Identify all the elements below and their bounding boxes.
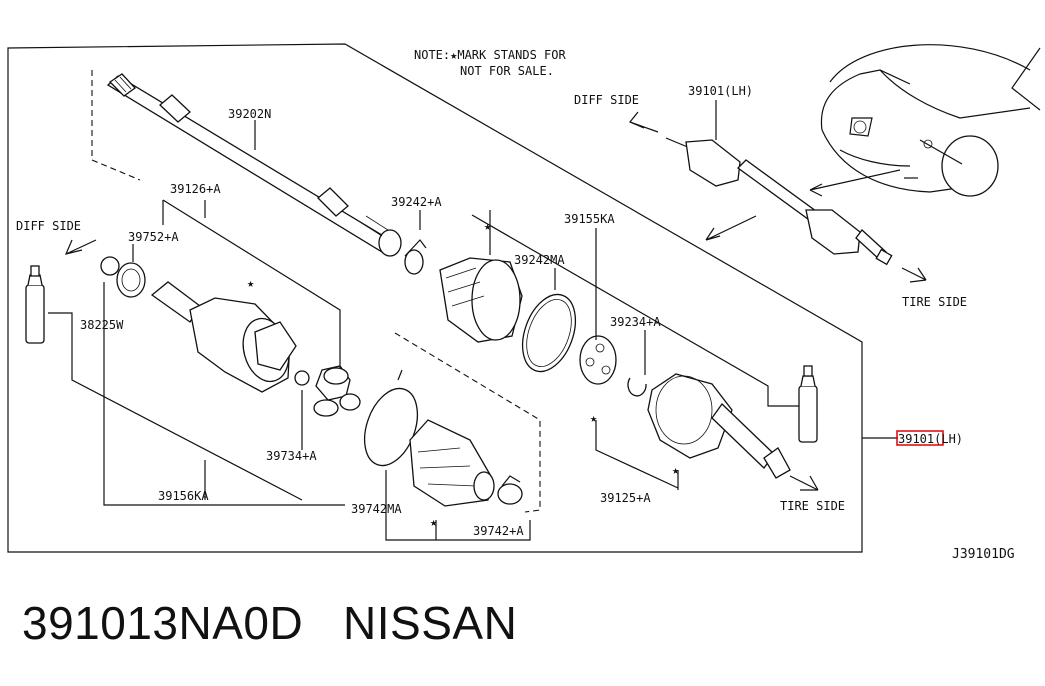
tire-side-label-top: TIRE SIDE: [902, 295, 967, 309]
label-39734A: 39734+A: [266, 449, 317, 463]
diagram-code: J39101DG: [952, 547, 1015, 562]
boot-39742MA: [363, 369, 523, 507]
ring-39752A: [116, 262, 146, 298]
label-39242A: 39242+A: [391, 195, 442, 209]
inner-joint-dashed-outline: [91, 70, 141, 181]
part-number-caption: 391013NA0D NISSAN: [22, 597, 518, 649]
tire-side-label-main: TIRE SIDE: [780, 499, 845, 513]
outer-joint-39125: [579, 335, 791, 479]
leader-lines: [48, 120, 898, 541]
direction-arrow-1: [705, 215, 757, 241]
assembly-frame: [7, 43, 863, 553]
star-mark-3: ★: [590, 411, 597, 425]
diff-side-arrow-left: [64, 239, 97, 255]
grease-tube-right: [798, 365, 818, 443]
spider-assembly: [313, 365, 361, 417]
label-39742MA: 39742MA: [351, 502, 402, 516]
note-line-2: NOT FOR SALE.: [460, 64, 554, 78]
label-39155KA: 39155KA: [564, 212, 615, 226]
label-39742A: 39742+A: [473, 524, 524, 538]
drive-shaft-39202N: [106, 73, 402, 257]
direction-arrow-2: [809, 169, 901, 197]
snap-ring-39734A: [294, 370, 310, 386]
label-39101LH-top: 39101(LH): [688, 84, 753, 98]
label-39156KA: 39156KA: [158, 489, 209, 503]
grease-tube-left: [25, 265, 45, 344]
tire-side-arrow-top: [901, 267, 927, 283]
note-line-1: NOTE:★MARK STANDS FOR: [414, 48, 566, 62]
boot-group-dashed-outline: [394, 332, 541, 513]
highlight-box-39101: [896, 430, 944, 446]
label-39234A: 39234+A: [610, 315, 661, 329]
ring-39752A-inner: [121, 268, 141, 292]
label-39126A: 39126+A: [170, 182, 221, 196]
star-mark-2: ★: [484, 219, 491, 233]
star-mark-1: ★: [247, 276, 254, 290]
star-mark-4: ★: [672, 463, 679, 477]
car-front-sketch: [820, 44, 1041, 197]
diff-side-label-top: DIFF SIDE: [574, 93, 639, 107]
label-39101LH-main: 39101(LH): [898, 432, 963, 446]
boot-39242MA-group: [439, 257, 577, 373]
snap-ring-38225W: [100, 256, 120, 276]
boot-band-39242A: [404, 239, 427, 275]
inner-joint-housing: [150, 281, 297, 393]
label-39242MA: 39242MA: [514, 253, 565, 267]
label-39752A: 39752+A: [128, 230, 179, 244]
diff-side-label-left: DIFF SIDE: [16, 219, 81, 233]
diff-side-arrow-top: [629, 111, 659, 133]
inset-full-shaft: 39101(LH) DIFF SIDE TIRE SIDE: [574, 84, 967, 309]
label-39125A: 39125+A: [600, 491, 651, 505]
tire-side-arrow-main: [789, 475, 819, 491]
star-mark-5: ★: [430, 515, 437, 529]
label-39202N: 39202N: [228, 107, 271, 121]
label-38225W: 38225W: [80, 318, 124, 332]
